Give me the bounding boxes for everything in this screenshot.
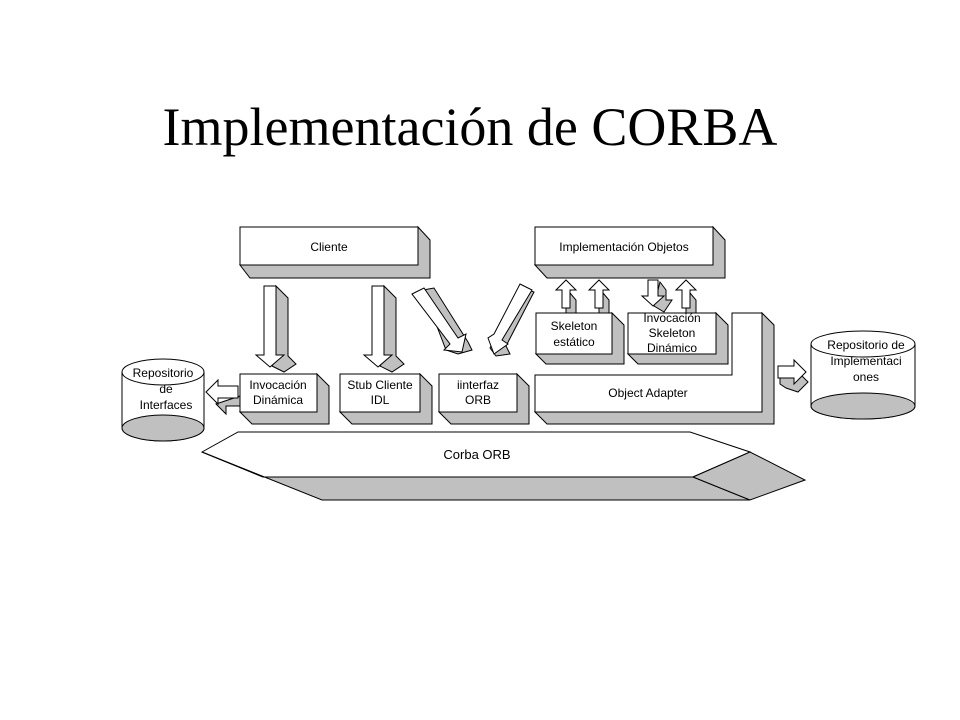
client-to-stub-arrow: [362, 284, 405, 373]
client-to-dynamic-invocation-arrow: [254, 284, 297, 373]
static-skeleton-label-line-1: Skeleton: [551, 319, 598, 333]
orb-interface-label-line-1: iinterfaz: [457, 378, 499, 392]
client-box: Cliente: [238, 225, 431, 279]
dynamic-skeleton-label-line-1: Invocación: [643, 311, 700, 325]
client-stub-label-line-1: Stub Cliente: [347, 378, 413, 392]
object-adapter: Object Adapter: [533, 311, 775, 425]
client-stub-label-line-2: IDL: [371, 393, 390, 407]
interface-repository-arrow: [205, 378, 241, 416]
dynamic-invocation-label-line-2: Dinámica: [253, 393, 303, 407]
slide-title: Implementación de CORBA: [162, 97, 778, 157]
object-adapter-label: Object Adapter: [608, 386, 687, 400]
object-implementation-label: Implementación Objetos: [559, 240, 688, 254]
corba-orb-label: Corba ORB: [443, 447, 510, 462]
interface-repository-cylinder: Repositorio de Interfaces: [121, 358, 205, 442]
interface-repository-label-line-1: Repositorio: [133, 366, 194, 380]
implementation-repository-label-line-1: Repositorio de: [827, 338, 905, 352]
dynamic-invocation-box: Invocación Dinámica: [238, 372, 330, 425]
static-skeleton-up-arrow-2: [587, 279, 611, 315]
dynamic-skeleton-label-line-2: Skeleton: [649, 326, 696, 340]
interface-repository-label-line-2: de: [159, 382, 173, 396]
dynamic-skeleton-up-arrow: [674, 279, 698, 315]
static-skeleton-label-line-2: estático: [553, 335, 595, 349]
dynamic-skeleton-down-arrow: [640, 279, 673, 313]
implementation-repository-label-line-2: Implementaci: [830, 354, 901, 368]
dynamic-invocation-label-line-1: Invocación: [249, 378, 306, 392]
implementation-repository-cylinder: Repositorio de Implementaci ones: [810, 330, 916, 420]
orb-interface-label-line-2: ORB: [465, 393, 491, 407]
dynamic-skeleton-box: Invocación Skeleton Dinámico: [626, 311, 729, 365]
implementation-repository-arrow: [777, 358, 809, 393]
implementation-to-orb-interface-arrow: [487, 283, 535, 357]
dynamic-skeleton-label-line-3: Dinámico: [647, 341, 697, 355]
client-to-orb-interface-arrow: [411, 287, 473, 355]
object-implementation-box: Implementación Objetos: [533, 225, 726, 279]
static-skeleton-up-arrow-1: [554, 279, 578, 315]
orb-interface-box: iinterfaz ORB: [437, 372, 530, 425]
implementation-repository-label-line-3: ones: [853, 370, 879, 384]
static-skeleton-box: Skeleton estático: [534, 311, 625, 365]
interface-repository-label-line-3: Interfaces: [140, 398, 193, 412]
client-label: Cliente: [310, 240, 348, 254]
client-stub-box: Stub Cliente IDL: [338, 372, 433, 425]
corba-orb-bus: Corba ORB: [200, 431, 807, 501]
